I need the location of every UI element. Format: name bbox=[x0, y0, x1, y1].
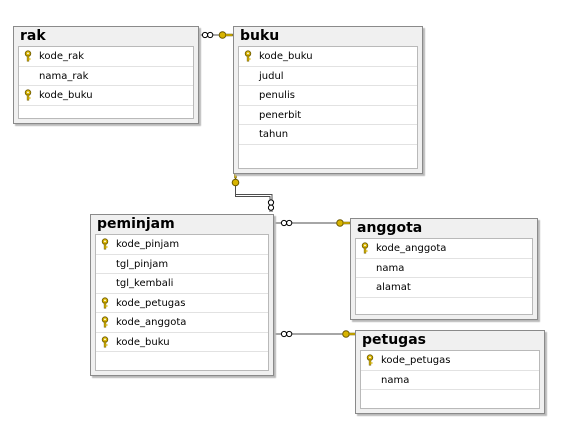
column-row[interactable]: nama bbox=[356, 259, 532, 278]
key-icon bbox=[342, 330, 357, 338]
column-name: tgl_pinjam bbox=[116, 258, 169, 270]
column-name: kode_anggota bbox=[116, 317, 187, 328]
table-title: peminjam bbox=[97, 216, 175, 232]
column-row[interactable]: alamat bbox=[356, 278, 532, 298]
key-cell-empty bbox=[239, 67, 256, 86]
column-row[interactable]: judul bbox=[239, 67, 417, 86]
column-name: kode_petugas bbox=[116, 297, 186, 309]
column-name: kode_buku bbox=[39, 90, 93, 101]
relationship-peminjam-buku[interactable] bbox=[231, 171, 275, 212]
key-icon bbox=[231, 171, 240, 187]
key-icon bbox=[96, 294, 113, 313]
table-peminjam[interactable]: peminjam kode_pinjam tgl_pinjam tgl_kembal… bbox=[90, 214, 274, 376]
column-name: kode_rak bbox=[39, 51, 85, 62]
relationship-line bbox=[235, 174, 273, 212]
column-row[interactable]: tahun bbox=[239, 125, 417, 145]
column-name: tgl_kembali bbox=[116, 278, 174, 289]
column-row[interactable]: nama_rak bbox=[19, 67, 193, 86]
key-cell-empty bbox=[361, 371, 378, 390]
key-icon bbox=[336, 219, 351, 227]
key-icon bbox=[19, 86, 36, 105]
infinity-icon bbox=[280, 330, 293, 338]
column-name: penulis bbox=[259, 90, 295, 101]
key-cell-empty bbox=[239, 86, 256, 105]
relationship-line bbox=[235, 174, 271, 212]
relationship-peminjam-petugas[interactable] bbox=[274, 330, 357, 338]
table-title: buku bbox=[240, 28, 280, 44]
key-icon bbox=[96, 235, 113, 254]
key-cell-empty bbox=[239, 125, 256, 144]
column-row[interactable]: kode_anggota bbox=[356, 239, 532, 259]
column-row[interactable]: kode_petugas bbox=[361, 351, 539, 371]
column-list: kode_rak nama_rak kode_buku bbox=[18, 46, 194, 119]
column-name: kode_petugas bbox=[381, 355, 451, 366]
column-row[interactable]: kode_buku bbox=[19, 86, 193, 106]
key-icon bbox=[96, 333, 113, 352]
key-icon bbox=[239, 47, 256, 66]
column-name: alamat bbox=[376, 282, 411, 293]
relationship-peminjam-anggota[interactable] bbox=[274, 219, 351, 227]
column-name: penerbit bbox=[259, 109, 302, 121]
table-title: petugas bbox=[362, 332, 426, 348]
column-row[interactable]: kode_buku bbox=[96, 333, 268, 352]
infinity-icon bbox=[267, 199, 275, 211]
column-row[interactable]: kode_petugas bbox=[96, 294, 268, 313]
column-row[interactable]: kode_buku bbox=[239, 47, 417, 67]
column-name: kode_pinjam bbox=[116, 239, 180, 250]
key-icon bbox=[96, 313, 113, 332]
column-list: kode_pinjam tgl_pinjam tgl_kembali kode_pet… bbox=[95, 234, 269, 371]
table-title: anggota bbox=[357, 220, 423, 236]
key-cell-empty bbox=[96, 255, 113, 274]
column-name: kode_buku bbox=[259, 51, 313, 62]
infinity-icon bbox=[280, 219, 293, 227]
key-icon bbox=[19, 47, 36, 66]
key-cell-empty bbox=[356, 278, 373, 297]
column-name: nama bbox=[376, 262, 405, 274]
key-icon bbox=[356, 239, 373, 258]
column-row[interactable]: tgl_pinjam bbox=[96, 255, 268, 274]
key-icon bbox=[361, 351, 378, 370]
column-row[interactable]: penulis bbox=[239, 86, 417, 106]
infinity-icon bbox=[201, 31, 214, 39]
key-cell-empty bbox=[239, 106, 256, 125]
table-rak[interactable]: rak kode_rak nama_rak kode_buku bbox=[13, 26, 199, 124]
column-row[interactable]: tgl_kembali bbox=[96, 274, 268, 294]
relationship-rak-buku[interactable] bbox=[198, 31, 233, 39]
key-cell-empty bbox=[96, 274, 113, 293]
column-row[interactable]: nama bbox=[361, 371, 539, 390]
column-name: nama bbox=[381, 374, 410, 386]
column-name: tahun bbox=[259, 129, 289, 140]
column-name: kode_buku bbox=[116, 336, 170, 348]
key-cell-empty bbox=[356, 259, 373, 278]
column-name: kode_anggota bbox=[376, 243, 447, 254]
key-cell-empty bbox=[19, 67, 36, 86]
column-row[interactable]: penerbit bbox=[239, 106, 417, 125]
table-title: rak bbox=[20, 28, 46, 44]
column-name: judul bbox=[259, 70, 284, 82]
column-row[interactable]: kode_anggota bbox=[96, 313, 268, 333]
column-name: nama_rak bbox=[39, 70, 89, 82]
column-row[interactable]: kode_pinjam bbox=[96, 235, 268, 255]
key-icon bbox=[218, 31, 233, 39]
column-row[interactable]: kode_rak bbox=[19, 47, 193, 67]
